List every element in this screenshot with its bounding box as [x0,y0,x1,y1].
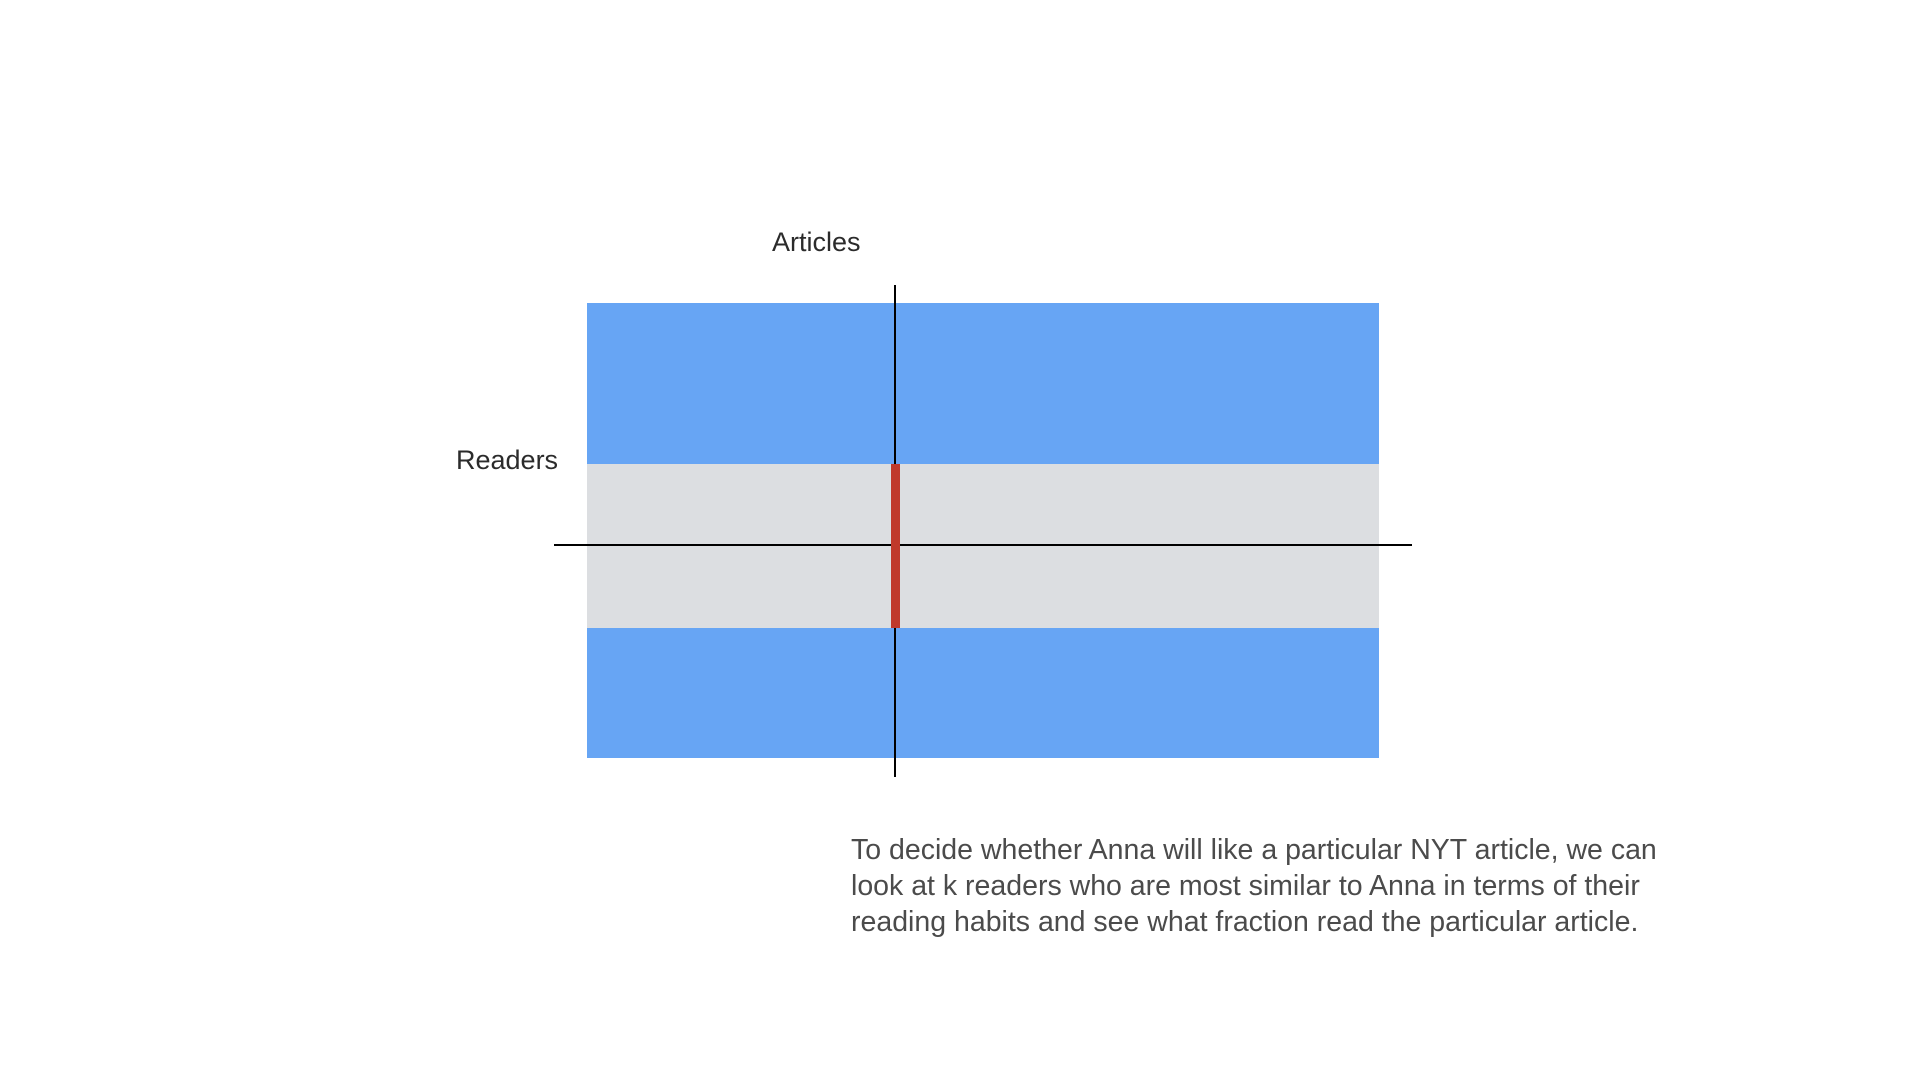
highlighted-article-cells [891,464,900,628]
readers-axis-label: Readers [456,445,559,475]
articles-axis-label: Articles [772,227,861,257]
explanation-caption: To decide whether Anna will like a parti… [851,834,1657,938]
